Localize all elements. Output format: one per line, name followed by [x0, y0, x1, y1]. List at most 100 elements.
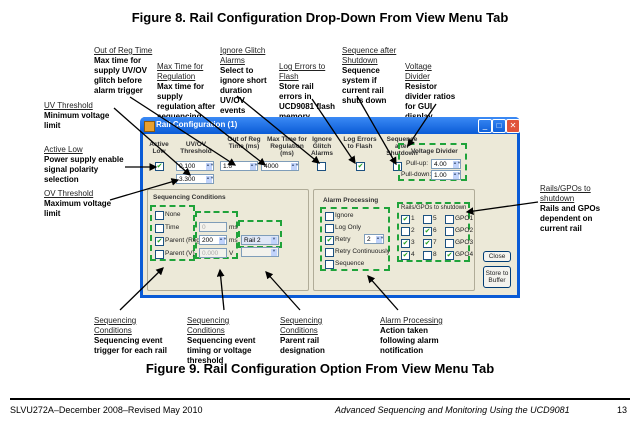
voltage-divider-highlight: [398, 143, 467, 181]
shutdown-checkbox-gpo4[interactable]: ✔: [445, 251, 454, 260]
shutdown-checkbox-4[interactable]: ✔: [401, 251, 410, 260]
shutdown-label: GPO4: [455, 251, 474, 258]
shutdown-checkbox-6[interactable]: ✔: [423, 227, 432, 236]
alarm-sequence-label: Sequence: [335, 260, 365, 267]
arrow-ov: [109, 178, 180, 201]
shutdown-label: 7: [433, 239, 437, 246]
shutdown-checkbox-2[interactable]: [401, 227, 410, 236]
col-uvov: UV/OV Threshold: [180, 141, 212, 155]
spinner-arrows-icon[interactable]: ▲▼: [291, 163, 299, 170]
rail-configuration-window: Rail Configuration (1) _ □ ✕ Active Low …: [140, 117, 520, 298]
seq-none-label: None: [165, 211, 181, 218]
seq-v-unit: V: [229, 250, 234, 257]
chevron-down-icon[interactable]: ▼: [271, 249, 277, 256]
arrow-seq-timing: [216, 268, 225, 311]
shutdown-label: GPO1: [455, 215, 474, 222]
shutdown-checkbox-1[interactable]: ✔: [401, 215, 410, 224]
store-to-buffer-button[interactable]: Store to Buffer: [483, 266, 511, 288]
uv-threshold-input[interactable]: 0.100▲▼: [176, 161, 214, 171]
shutdown-label: 4: [411, 251, 415, 258]
alarm-log-only-checkbox[interactable]: [325, 224, 334, 233]
maximize-icon[interactable]: □: [492, 119, 506, 133]
alarm-retry-cont-checkbox[interactable]: [325, 248, 334, 257]
shutdown-checkbox-8[interactable]: [423, 251, 432, 260]
col-log-errors: Log Errors to Flash: [343, 136, 377, 150]
parent-rail-select-disabled[interactable]: ▼: [241, 247, 279, 257]
rails-gpos-title: Rails/GPOs to shutdown: [401, 205, 467, 211]
app-icon: [144, 121, 155, 132]
retry-count-input[interactable]: 2▲▼: [364, 234, 384, 244]
voltage-divider-title: Voltage Divider: [411, 148, 458, 155]
sequencing-conditions-title: Sequencing Conditions: [153, 194, 226, 201]
footer-doc-title: Advanced Sequencing and Monitoring Using…: [335, 405, 570, 415]
log-errors-checkbox[interactable]: ✔: [356, 162, 365, 171]
seq-after-checkbox[interactable]: [393, 162, 402, 171]
seq-parent-reg-label: Parent (Reg): [165, 237, 203, 244]
chevron-down-icon[interactable]: ▼: [271, 237, 277, 244]
minimize-icon[interactable]: _: [478, 119, 492, 133]
shutdown-checkbox-5[interactable]: [423, 215, 432, 224]
pulldown-label: Pull-down:: [401, 171, 432, 178]
seq-v-input[interactable]: 0.000: [199, 248, 227, 258]
shutdown-label: 6: [433, 227, 437, 234]
alarm-retry-checkbox[interactable]: ✔: [325, 236, 334, 245]
out-of-reg-input[interactable]: 1.6▲▼: [220, 161, 258, 171]
seq-time-checkbox[interactable]: [155, 224, 164, 233]
spinner-arrows-icon[interactable]: ▲▼: [453, 172, 461, 179]
close-icon[interactable]: ✕: [506, 119, 520, 133]
shutdown-checkbox-3[interactable]: ✔: [401, 239, 410, 248]
arrow-alarm: [367, 275, 399, 311]
seq-time-label: Time: [165, 224, 180, 231]
alarm-retry-label: Retry: [335, 236, 351, 243]
arrow-seq-trigger: [119, 267, 164, 311]
seq-parent-reg-checkbox[interactable]: ✔: [155, 237, 164, 246]
alarm-sequence-checkbox[interactable]: [325, 260, 334, 269]
spinner-arrows-icon[interactable]: ▲▼: [376, 236, 384, 243]
shutdown-label: GPO3: [455, 239, 474, 246]
pullup-label: Pull-up:: [406, 160, 429, 167]
col-max-time: Max Time for Regulation (ms): [267, 136, 307, 157]
col-ignore-glitch: Ignore Glitch Alarms: [310, 136, 334, 157]
ignore-glitch-checkbox[interactable]: [317, 162, 326, 171]
seq-time-input[interactable]: 0: [199, 222, 227, 232]
spinner-arrows-icon[interactable]: ▲▼: [219, 237, 227, 244]
annotation-seq-trigger: Sequencing Conditions Sequencing event t…: [94, 316, 167, 355]
seq-reg-input[interactable]: 200▲▼: [199, 235, 227, 245]
alarm-options-highlight: [320, 207, 390, 271]
annotation-max-time-reg: Max Time for Regulation Max time for sup…: [157, 62, 216, 121]
annotation-rails-gpos: Rails/GPOs to shutdown Rails and GPOs de…: [540, 184, 601, 233]
shutdown-label: 8: [433, 251, 437, 258]
arrow-ignore-glitch: [236, 95, 321, 164]
pulldown-input[interactable]: 1.00▲▼: [431, 170, 461, 180]
seq-parent-v-label: Parent (V): [165, 250, 195, 257]
shutdown-checkbox-gpo1[interactable]: [445, 215, 454, 224]
arrow-out-of-reg: [129, 96, 237, 166]
seq-parent-v-checkbox[interactable]: [155, 250, 164, 259]
footer-rule: [10, 398, 630, 400]
spinner-arrows-icon[interactable]: ▲▼: [453, 161, 461, 168]
annotation-ignore-glitch: Ignore Glitch Alarms Select to ignore sh…: [220, 46, 267, 115]
spinner-arrows-icon[interactable]: ▲▼: [206, 176, 214, 183]
annotation-out-of-reg: Out of Reg Time Max time for supply UV/O…: [94, 46, 153, 95]
close-button[interactable]: Close: [483, 251, 511, 262]
shutdown-checkbox-7[interactable]: ✔: [423, 239, 432, 248]
annotation-active-low: Active Low Power supply enable signal po…: [44, 145, 124, 184]
annotation-seq-timing: Sequencing Conditions Sequencing event t…: [187, 316, 256, 365]
max-time-input[interactable]: 4000▲▼: [261, 161, 299, 171]
shutdown-label: 3: [411, 239, 415, 246]
pullup-input[interactable]: 4.00▲▼: [431, 159, 461, 169]
annotation-ov-threshold: OV Threshold Maximum voltage limit: [44, 189, 112, 218]
parent-rail-select[interactable]: Rail 2▼: [241, 235, 279, 245]
col-out-of-reg: Out of Reg Time (ms): [227, 136, 261, 150]
rails-gpos-highlight: [397, 202, 470, 262]
spinner-arrows-icon[interactable]: ▲▼: [206, 163, 214, 170]
sequencing-conditions-group: [147, 189, 309, 291]
arrow-max-time: [194, 109, 267, 166]
shutdown-checkbox-gpo3[interactable]: [445, 239, 454, 248]
col-active-low: Active Low: [149, 141, 169, 155]
seq-none-checkbox[interactable]: [155, 211, 164, 220]
alarm-processing-title: Alarm Processing: [323, 197, 379, 204]
alarm-ignore-checkbox[interactable]: [325, 212, 334, 221]
spinner-arrows-icon[interactable]: ▲▼: [250, 163, 258, 170]
shutdown-checkbox-gpo2[interactable]: [445, 227, 454, 236]
